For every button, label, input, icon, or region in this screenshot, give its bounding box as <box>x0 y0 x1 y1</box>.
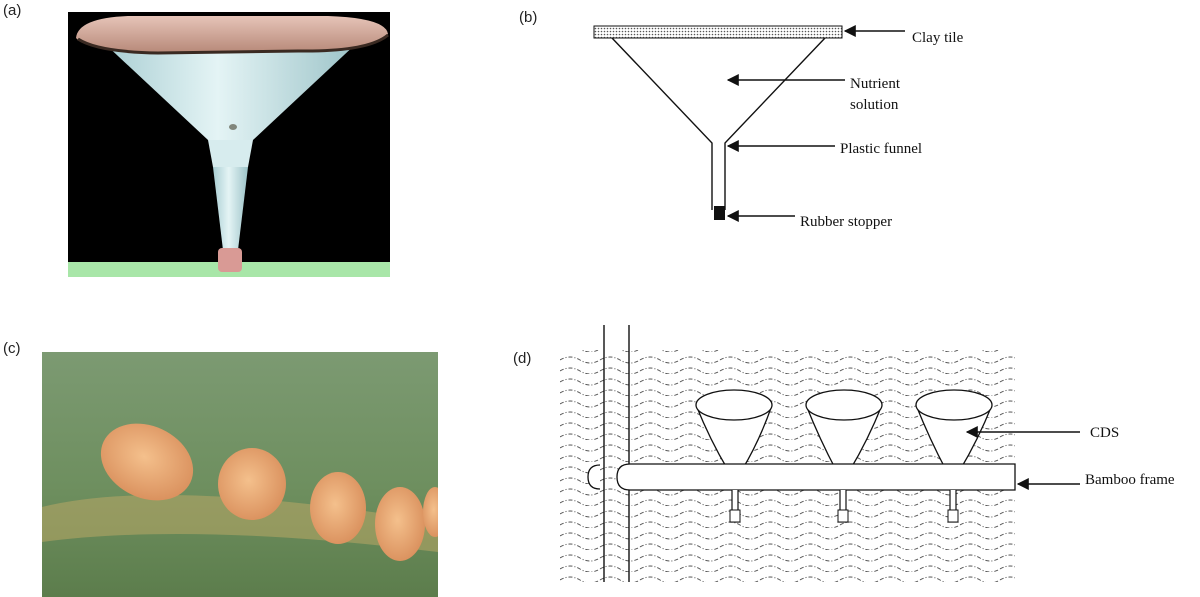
photo-clay-tile-funnel <box>68 12 390 277</box>
photo-c-disc-5 <box>423 487 438 537</box>
cds-stopper-1 <box>729 509 741 523</box>
photo-a-stopper <box>218 248 242 272</box>
label-cds: CDS <box>1090 425 1119 441</box>
cds-stem-3 <box>947 490 959 523</box>
bamboo-frame-end <box>587 464 601 490</box>
label-bamboo-frame: Bamboo frame <box>1085 472 1175 488</box>
photo-a-spot <box>229 124 237 130</box>
photo-a-drawing <box>68 12 390 277</box>
photo-c-disc-4 <box>375 487 425 561</box>
photo-a-tile <box>76 16 388 52</box>
schematic-funnel-left <box>611 37 713 210</box>
panel-label-a: (a) <box>3 2 22 19</box>
cds-tile-1 <box>695 389 773 421</box>
cds-tile-2 <box>805 389 883 421</box>
photo-c-disc-3 <box>310 472 366 544</box>
schematic-funnel-right <box>724 37 826 210</box>
cds-stopper-3 <box>947 509 959 523</box>
schematic-rubber-stopper <box>714 206 725 220</box>
cds-tile-3 <box>915 389 993 421</box>
photo-a-funnel-cone <box>103 42 358 140</box>
label-nutrient-line1: Nutrient <box>850 76 901 92</box>
label-clay-tile: Clay tile <box>912 30 964 46</box>
cds-funnel-2 <box>805 404 883 486</box>
cds-funnel-3 <box>915 404 993 486</box>
photo-a-tile-edge <box>77 33 389 55</box>
cds-stopper-2 <box>837 509 849 523</box>
schematic-cds-group <box>695 389 993 486</box>
cds-stem-1 <box>729 490 741 523</box>
label-plastic-funnel: Plastic funnel <box>840 141 922 157</box>
photo-underwater-devices <box>42 352 438 597</box>
photo-a-funnel-stem <box>213 167 248 250</box>
schematic-clay-tile <box>593 25 843 39</box>
cds-stems <box>729 490 959 523</box>
bamboo-frame <box>616 463 1016 491</box>
schematic-water-waves <box>560 350 1015 582</box>
photo-a-funnel-neck <box>208 140 253 167</box>
cds-funnel-1 <box>695 404 773 486</box>
photo-c-drawing <box>42 352 438 597</box>
photo-c-disc-2 <box>218 448 286 520</box>
panel-label-b: (b) <box>519 9 538 26</box>
photo-c-disc-1 <box>100 423 194 501</box>
panel-label-d: (d) <box>513 350 532 367</box>
label-nutrient-line2: solution <box>850 97 899 113</box>
label-rubber-stopper: Rubber stopper <box>800 214 892 230</box>
panel-label-c: (c) <box>3 340 21 357</box>
cds-stem-2 <box>837 490 849 523</box>
